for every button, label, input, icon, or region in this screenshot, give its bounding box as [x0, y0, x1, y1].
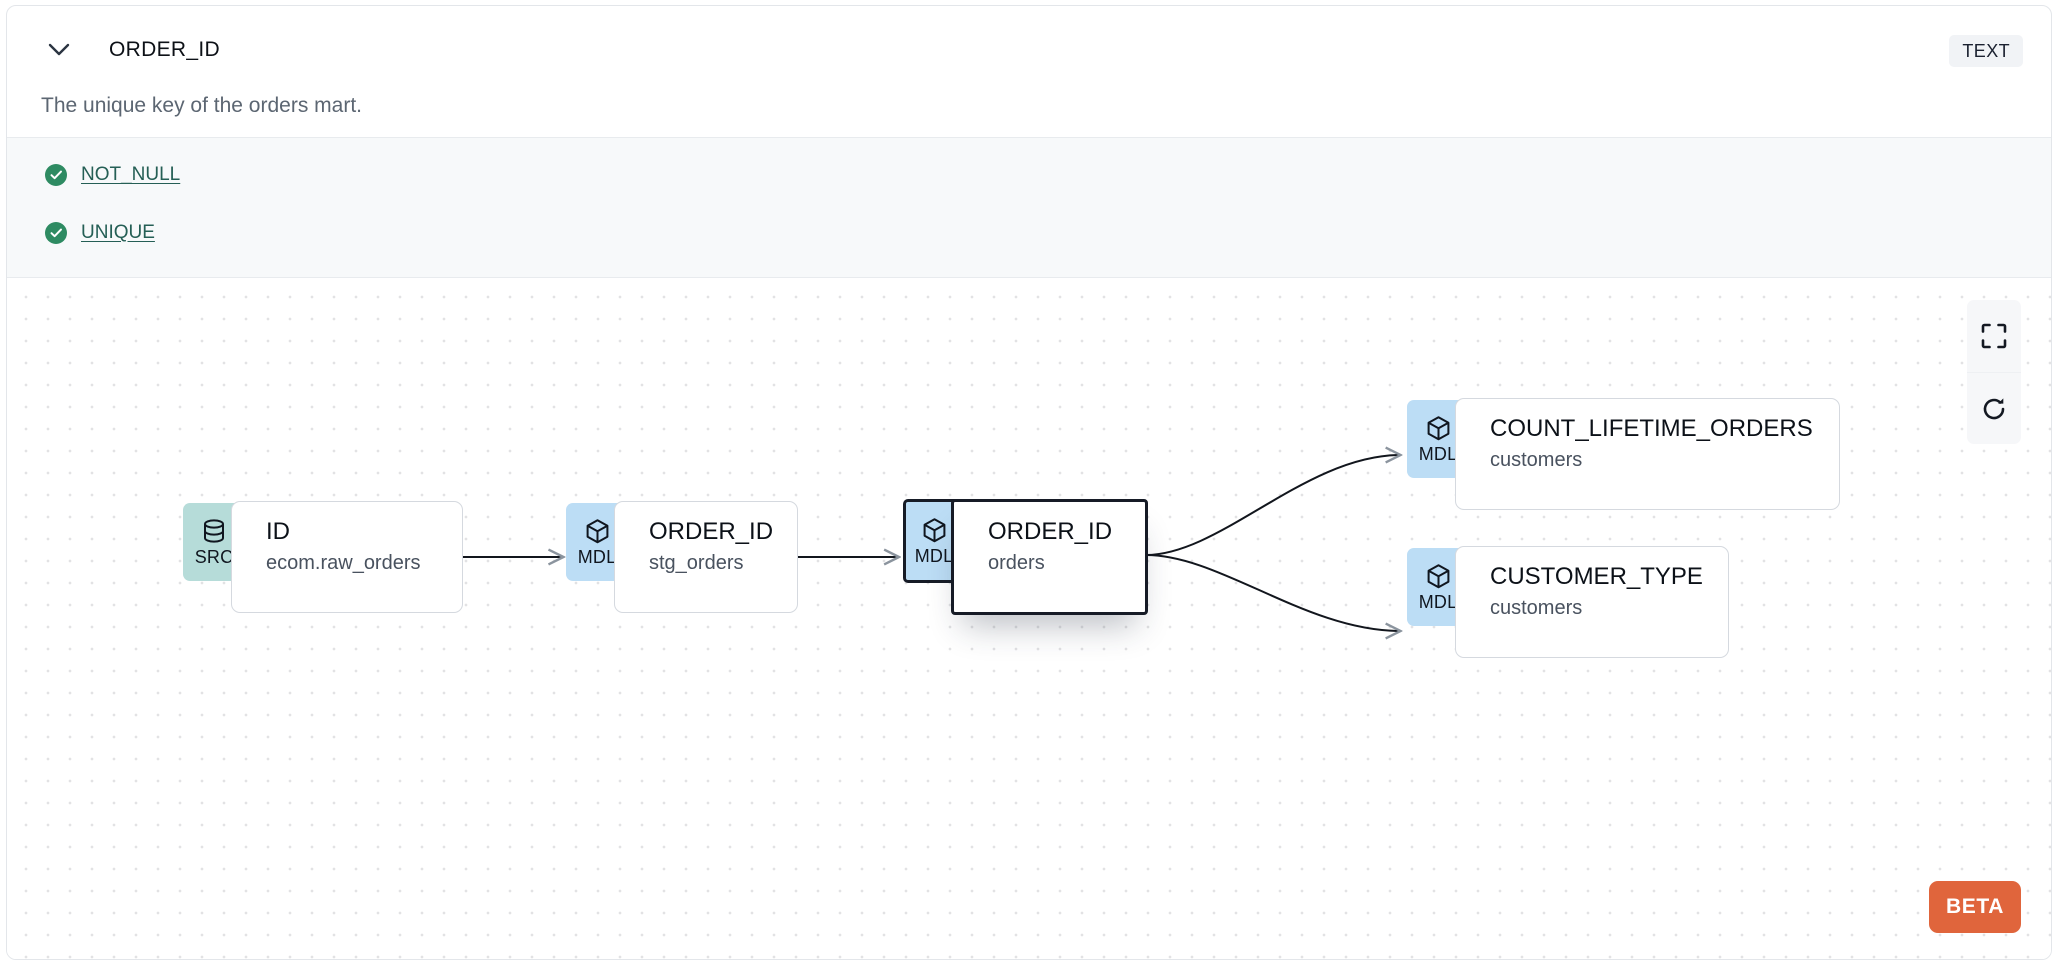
refresh-icon [1981, 396, 2007, 422]
node-body: ORDER_ID stg_orders [614, 501, 798, 613]
card-header: ORDER_ID TEXT [7, 6, 2051, 90]
cube-icon [584, 518, 611, 546]
node-badge-label: SRC [194, 546, 234, 567]
node-body: CUSTOMER_TYPE customers [1455, 546, 1729, 658]
cube-icon [1425, 415, 1452, 443]
node-body: ORDER_ID orders [951, 499, 1148, 615]
reset-layout-button[interactable] [1967, 372, 2021, 444]
node-title: ID [266, 518, 290, 545]
node-badge-label: MDL [577, 546, 617, 567]
fit-view-icon [1981, 323, 2007, 349]
node-subtitle: orders [988, 552, 1045, 574]
column-detail-card: ORDER_ID TEXT The unique key of the orde… [6, 5, 2052, 960]
tests-section: NOT_NULL UNIQUE [7, 137, 2051, 278]
cube-icon [921, 517, 948, 545]
node-body: ID ecom.raw_orders [231, 501, 463, 613]
test-link-unique[interactable]: UNIQUE [81, 222, 155, 243]
lineage-edges [461, 278, 2051, 960]
cube-icon [1425, 563, 1452, 591]
chevron-down-icon[interactable] [45, 36, 73, 64]
node-subtitle: stg_orders [649, 552, 744, 574]
lineage-node-orders-selected[interactable]: MDL ORDER_ID orders [903, 499, 1148, 615]
column-description: The unique key of the orders mart. [41, 94, 362, 117]
node-badge-label: MDL [914, 545, 954, 566]
check-circle-icon [45, 164, 67, 186]
lineage-node-count-lifetime-orders[interactable]: MDL COUNT_LIFETIME_ORDERS customers [1407, 398, 1840, 510]
page-title: ORDER_ID [109, 38, 220, 61]
lineage-node-customer-type[interactable]: MDL CUSTOMER_TYPE customers [1407, 546, 1729, 658]
database-icon [201, 518, 227, 546]
node-body: COUNT_LIFETIME_ORDERS customers [1455, 398, 1840, 510]
node-badge-label: MDL [1418, 443, 1458, 464]
data-type-badge: TEXT [1949, 35, 2023, 67]
node-subtitle: customers [1490, 597, 1583, 619]
fit-view-button[interactable] [1967, 300, 2021, 372]
lineage-node-stg-orders[interactable]: MDL ORDER_ID stg_orders [566, 501, 798, 613]
lineage-node-id[interactable]: SRC ID ecom.raw_orders [183, 501, 463, 613]
node-subtitle: customers [1490, 449, 1583, 471]
test-row: UNIQUE [45, 222, 155, 244]
test-row: NOT_NULL [45, 164, 180, 186]
node-title: ORDER_ID [988, 518, 1113, 545]
lineage-canvas[interactable]: SRC ID ecom.raw_orders MDL ORDE [7, 278, 2051, 960]
node-title: CUSTOMER_TYPE [1490, 563, 1703, 590]
test-link-not-null[interactable]: NOT_NULL [81, 164, 181, 185]
node-title: ORDER_ID [649, 518, 774, 545]
node-title: COUNT_LIFETIME_ORDERS [1490, 415, 1813, 442]
canvas-controls [1967, 300, 2021, 444]
beta-badge[interactable]: BETA [1929, 881, 2021, 933]
check-circle-icon [45, 222, 67, 244]
node-subtitle: ecom.raw_orders [266, 552, 421, 574]
node-badge-label: MDL [1418, 591, 1458, 612]
